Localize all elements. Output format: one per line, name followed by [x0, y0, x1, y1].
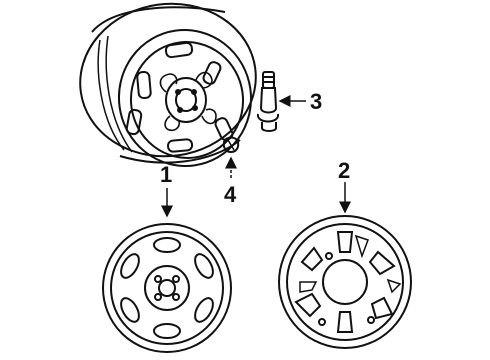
leader-lines	[161, 95, 351, 218]
callout-3: 3	[310, 89, 322, 114]
callout-1: 1	[160, 162, 172, 187]
callout-2: 2	[338, 158, 350, 183]
wheel-cover	[278, 215, 412, 349]
valve-stem-part	[257, 71, 279, 132]
callout-4: 4	[224, 182, 237, 207]
steel-wheel-front	[102, 223, 232, 353]
steel-wheel-angled	[79, 2, 257, 167]
balance-weight-part	[222, 136, 240, 154]
